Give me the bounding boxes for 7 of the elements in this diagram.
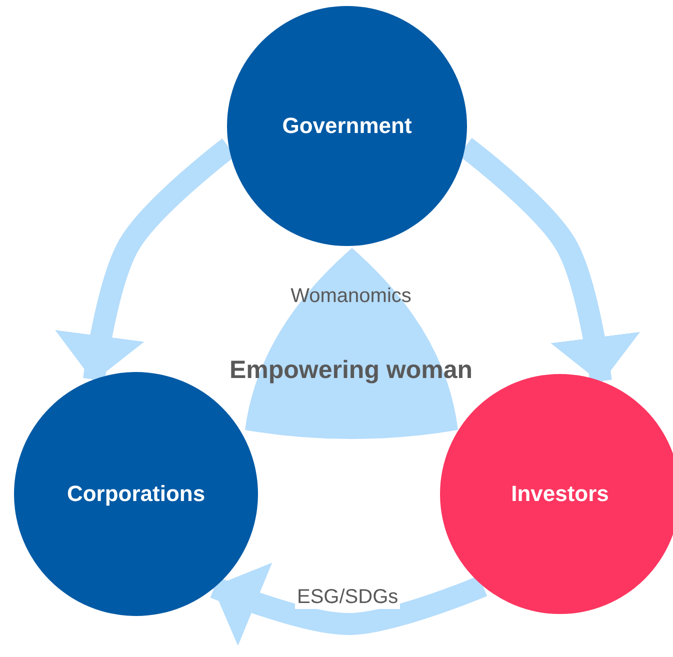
arrow	[210, 562, 488, 646]
title-label: Empowering woman	[228, 356, 474, 385]
subtitle-label: Womanomics	[290, 285, 412, 308]
node-label: Corporations	[66, 481, 206, 507]
node-label: Government	[282, 113, 412, 139]
node-label: Investors	[511, 481, 609, 507]
edge-label: ESG/SDGs	[295, 586, 400, 609]
